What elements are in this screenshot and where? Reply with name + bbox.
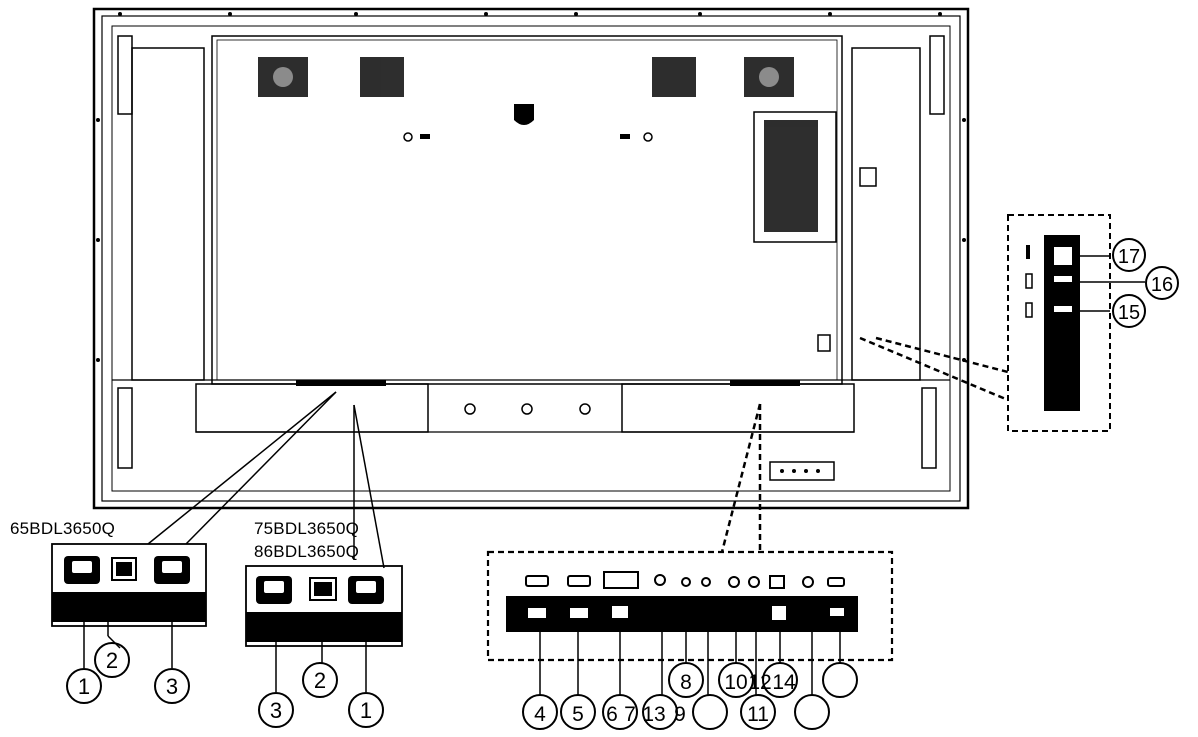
callouts-65 bbox=[66, 642, 190, 704]
callout-8: 8 bbox=[680, 671, 692, 694]
callout-3-b: 3 bbox=[270, 698, 282, 723]
model-label-86: 86BDL3650Q bbox=[254, 542, 360, 561]
callout-16: 16 bbox=[1151, 274, 1173, 296]
callout-circle bbox=[1145, 266, 1179, 300]
callout-12: 12 bbox=[748, 671, 771, 694]
mounting-points bbox=[403, 132, 877, 415]
callout-11: 11 bbox=[747, 703, 769, 726]
callout-4: 4 bbox=[534, 703, 546, 726]
callout-6: 6 bbox=[606, 703, 618, 726]
callout-circle bbox=[1112, 238, 1146, 272]
vent-grilles bbox=[258, 57, 818, 232]
power-panel-65 bbox=[51, 543, 207, 668]
callout-1-b: 1 bbox=[360, 698, 372, 723]
callout-1-a: 1 bbox=[78, 674, 90, 699]
callout-2-a: 2 bbox=[106, 648, 118, 673]
callout-17: 17 bbox=[1118, 246, 1140, 268]
callouts-75-86 bbox=[258, 662, 384, 728]
side-panel-leader bbox=[859, 336, 1009, 402]
side-callouts bbox=[1112, 238, 1179, 328]
model-label-75: 75BDL3650Q bbox=[254, 519, 360, 538]
model-label-65: 65BDL3650Q bbox=[10, 519, 116, 538]
callout-13: 13 bbox=[642, 703, 665, 726]
brand-logo bbox=[514, 104, 534, 125]
callout-15: 15 bbox=[1118, 302, 1140, 324]
side-usb-panel bbox=[1007, 214, 1145, 432]
callout-circle bbox=[1112, 294, 1146, 328]
callout-5: 5 bbox=[572, 703, 584, 726]
monitor-back bbox=[92, 7, 970, 510]
power-leaders bbox=[147, 391, 385, 569]
callout-14: 14 bbox=[772, 671, 796, 694]
callout-7: 7 bbox=[624, 703, 636, 726]
callout-10: 10 bbox=[724, 671, 747, 694]
io-panel bbox=[486, 550, 894, 696]
callout-3-a: 3 bbox=[166, 674, 178, 699]
callout-2-b: 2 bbox=[314, 668, 326, 693]
io-callouts bbox=[522, 662, 858, 730]
io-panel-leader bbox=[720, 403, 762, 553]
callout-9: 9 bbox=[674, 703, 686, 726]
